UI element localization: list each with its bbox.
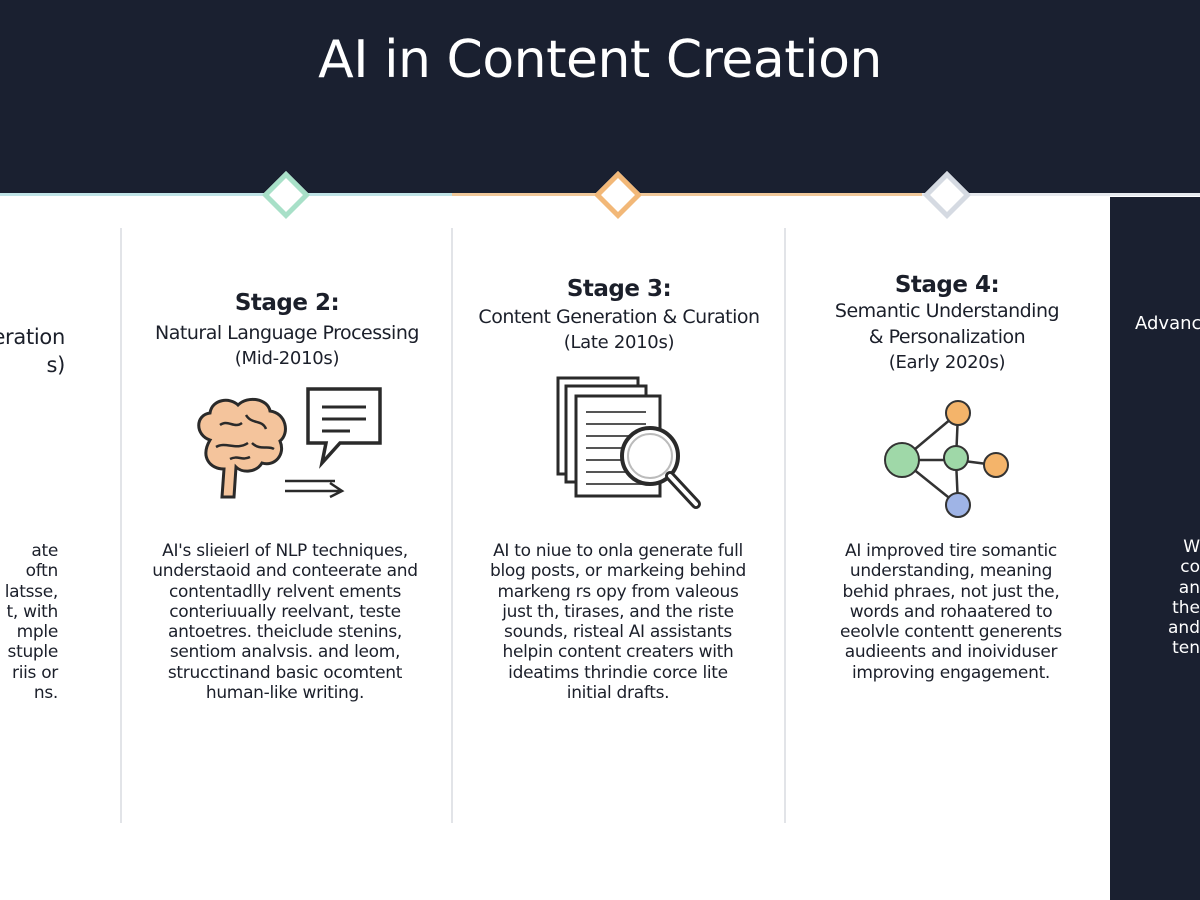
- column-divider: [784, 228, 786, 823]
- body-line: ns.: [33, 683, 58, 704]
- timeline-segment-3: [922, 193, 1200, 196]
- stage-label: Stage 4:: [894, 272, 1000, 298]
- documents-search-icon: [556, 376, 701, 509]
- stage-1-body: ate oftn latsse, t, with mple stuple rii…: [4, 541, 59, 704]
- timeline-segment-2: [452, 193, 922, 196]
- body-line: AI to niue to onla generate full: [493, 541, 743, 561]
- heading-fragment: eration: [0, 325, 65, 349]
- body-line: AI improved tire somantic: [845, 541, 1057, 561]
- body-line: initial drafts.: [566, 683, 670, 704]
- page-title: AI in Content Creation: [318, 30, 882, 90]
- body-line: just th, tirases, and the riste: [502, 601, 734, 622]
- body-line: AI's slieierl of NLP techniques,: [162, 541, 408, 561]
- body-line: co: [1180, 557, 1200, 578]
- body-line: understaoid and conteerate and: [152, 561, 418, 582]
- stage-period: (Early 2020s): [888, 352, 1006, 373]
- body-line: mple: [16, 622, 59, 643]
- body-line: markeng rs opy from valeous: [497, 581, 739, 602]
- body-line: behid phraes, not just the,: [842, 581, 1060, 602]
- body-line: riis or: [12, 662, 58, 683]
- stage-4-body: AI improved tire somantic understanding,…: [796, 541, 1106, 683]
- body-line: t, with: [6, 601, 59, 622]
- body-line: and: [1168, 618, 1200, 639]
- body-line: an: [1178, 577, 1200, 598]
- body-line: stuple: [7, 642, 59, 663]
- body-line: latsse,: [4, 581, 59, 602]
- stage-name: & Personalization: [868, 326, 1026, 348]
- body-line: ten: [1172, 638, 1200, 659]
- body-line: understanding, meaning: [849, 561, 1053, 582]
- body-line: helpin content creaters with: [502, 642, 734, 663]
- stage-period: (Mid-2010s): [234, 348, 340, 369]
- body-line: contentadlly relvent ements: [168, 581, 402, 602]
- body-line: the: [1172, 597, 1200, 618]
- stage-name: Natural Language Processing: [155, 322, 419, 344]
- stage-3-header: Stage 3: Content Generation & Curation (…: [453, 276, 785, 356]
- body-line: oftn: [25, 561, 59, 582]
- column-divider: [120, 228, 122, 823]
- stage-5-body: W co an the and ten: [1110, 537, 1200, 659]
- body-line: ate: [31, 541, 58, 561]
- stage-2-body: AI's slieierl of NLP techniques, underst…: [135, 541, 435, 703]
- stage-2-header: Stage 2: Natural Language Processing (Mi…: [122, 290, 452, 372]
- stage-3-body: AI to niue to onla generate full blog po…: [468, 541, 768, 703]
- stage-5-panel: Advanc W co an the and ten: [1110, 197, 1200, 900]
- stage-period: (Late 2010s): [563, 332, 675, 353]
- body-line: improving engagement.: [851, 662, 1051, 683]
- stage-label: Stage 2:: [234, 290, 340, 316]
- header-banner: AI in Content Creation: [0, 0, 1200, 195]
- stage-5-heading: Advanc: [1135, 313, 1200, 334]
- column-divider: [451, 228, 453, 823]
- timeline-segment-1: [0, 193, 452, 196]
- network-nodes-icon: [884, 400, 1009, 518]
- stage-name: Content Generation & Curation: [478, 306, 760, 328]
- body-line: audieents and inoividuser: [844, 642, 1058, 663]
- body-line: sounds, risteal AI assistants: [504, 622, 732, 643]
- heading-fragment: s): [46, 353, 65, 377]
- body-line: conteriuually reelvant, teste: [169, 601, 401, 622]
- body-line: antoetres. theiclude stenins,: [167, 622, 403, 643]
- body-line: sentiom analvsis. and leom,: [169, 642, 401, 663]
- body-line: eeolvle contentt generents: [840, 622, 1062, 643]
- brain-speech-icon: [197, 387, 382, 499]
- body-line: words and rohaatered to: [849, 601, 1053, 622]
- stage-label: Stage 3:: [566, 276, 672, 302]
- body-line: strucctinand basic ocomtent: [167, 662, 403, 683]
- body-line: human-like writing.: [205, 683, 365, 704]
- body-line: ideatims thrindie corce lite: [508, 662, 728, 683]
- body-line: W: [1183, 537, 1200, 557]
- stage-name: Semantic Understanding: [834, 300, 1060, 322]
- stage-4-header: Stage 4: Semantic Understanding & Person…: [786, 272, 1108, 376]
- body-line: blog posts, or markeing behind: [490, 561, 746, 582]
- stage-1-heading: eration s): [0, 323, 65, 379]
